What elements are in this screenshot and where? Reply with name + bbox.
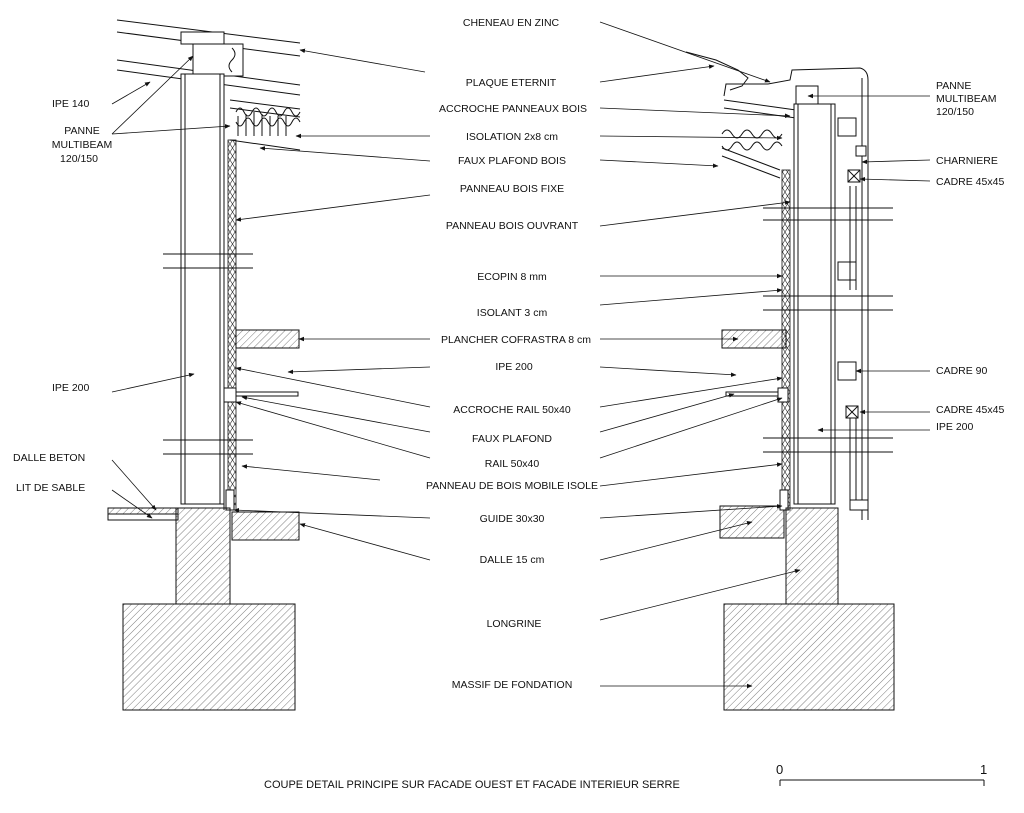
label-rail: RAIL 50x40	[485, 458, 540, 470]
label-isolation: ISOLATION 2x8 cm	[466, 131, 558, 143]
left-section	[107, 19, 301, 711]
label-faux-plafond-bois: FAUX PLAFOND BOIS	[458, 155, 566, 167]
scale-end: 1	[980, 762, 987, 777]
label-panne-left-1: PANNE	[64, 125, 99, 137]
left-massif	[122, 603, 296, 711]
label-panne-right-2: MULTIBEAM	[936, 93, 996, 105]
label-charniere: CHARNIERE	[936, 155, 998, 167]
label-ipe-200-left: IPE 200	[52, 382, 90, 394]
label-longrine: LONGRINE	[487, 618, 542, 630]
left-slab	[231, 511, 300, 541]
center-labels: CHENEAU EN ZINC PLAQUE ETERNIT ACCROCHE …	[426, 17, 598, 691]
right-section	[685, 51, 895, 711]
label-panneau-bois-fixe: PANNEAU BOIS FIXE	[460, 183, 564, 195]
right-longrine	[785, 507, 839, 605]
label-accroche-panneaux-bois: ACCROCHE PANNEAUX BOIS	[439, 103, 587, 115]
right-labels: PANNE MULTIBEAM 120/150 CHARNIERE CADRE …	[936, 80, 1004, 433]
label-cadre-45-bottom: CADRE 45x45	[936, 404, 1004, 416]
right-ipe-column	[793, 103, 869, 511]
label-panne-right-1: PANNE	[936, 80, 971, 92]
label-ipe-140: IPE 140	[52, 98, 90, 110]
scale-start: 0	[776, 762, 783, 777]
label-ipe-200-right: IPE 200	[936, 421, 974, 433]
label-isolant: ISOLANT 3 cm	[477, 307, 548, 319]
left-cofrastra-floor	[235, 329, 300, 349]
label-cadre-90: CADRE 90	[936, 365, 988, 377]
label-dalle-beton: DALLE BETON	[13, 452, 85, 464]
left-break-lines	[163, 253, 253, 455]
label-dalle-15: DALLE 15 cm	[480, 554, 545, 566]
label-cadre-45-top: CADRE 45x45	[936, 176, 1004, 188]
label-panne-left-3: 120/150	[60, 153, 98, 165]
label-faux-plafond: FAUX PLAFOND	[472, 433, 552, 445]
title-block: COUPE DETAIL PRINCIPE SUR FACADE OUEST E…	[264, 762, 987, 791]
leader-lines	[111, 21, 931, 689]
left-roof	[116, 19, 301, 151]
label-guide: GUIDE 30x30	[480, 513, 545, 525]
scale-bar: 0 1	[776, 762, 987, 786]
label-panneau-mobile: PANNEAU DE BOIS MOBILE ISOLE	[426, 480, 598, 492]
label-cheneau-zinc: CHENEAU EN ZINC	[463, 17, 560, 29]
right-massif	[723, 603, 895, 711]
label-accroche-rail: ACCROCHE RAIL 50x40	[453, 404, 571, 416]
right-break-lines	[763, 207, 893, 453]
left-labels: IPE 140 PANNE MULTIBEAM 120/150 IPE 200 …	[13, 98, 112, 494]
label-ipe-200-center: IPE 200	[495, 361, 533, 373]
left-longrine	[175, 507, 231, 605]
label-panneau-bois-ouvrant: PANNEAU BOIS OUVRANT	[446, 220, 579, 232]
label-ecopin: ECOPIN 8 mm	[477, 271, 547, 283]
label-massif: MASSIF DE FONDATION	[452, 679, 573, 691]
label-lit-sable: LIT DE SABLE	[16, 482, 85, 494]
label-panne-right-3: 120/150	[936, 106, 974, 118]
label-plaque-eternit: PLAQUE ETERNIT	[466, 77, 557, 89]
label-plancher-cofrastra: PLANCHER COFRASTRA 8 cm	[441, 334, 591, 346]
drawing-title: COUPE DETAIL PRINCIPE SUR FACADE OUEST E…	[264, 779, 680, 791]
left-ipe-column	[180, 73, 225, 505]
label-panne-left-2: MULTIBEAM	[52, 139, 112, 151]
